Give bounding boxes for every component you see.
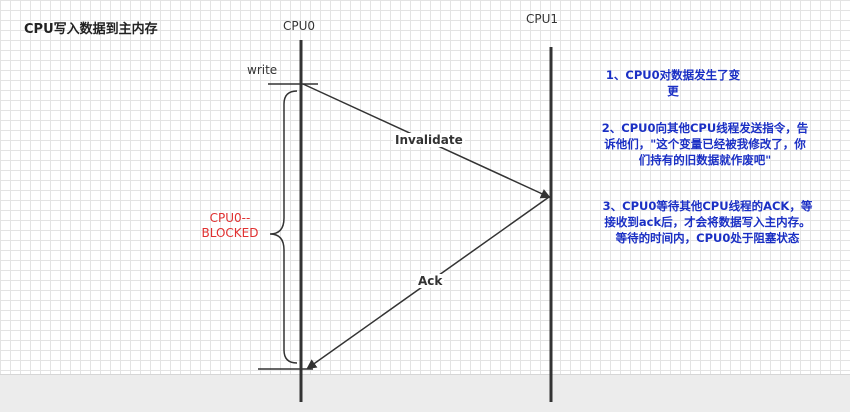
canvas-footer-bar — [0, 374, 850, 412]
blocked-brace — [269, 90, 298, 364]
note-step-2: 2、CPU0向其他CPU线程发送指令，告 诉他们，"这个变量已经被我修改了，你 … — [601, 121, 809, 167]
diagram-title: CPU写入数据到主内存 — [24, 22, 158, 37]
cpu0-lane-label: CPU0 — [283, 19, 316, 33]
note-step-3: 3、CPU0等待其他CPU线程的ACK，等 接收到ack后，才会将数据写入主内存… — [602, 199, 813, 245]
cpu1-lane-label: CPU1 — [526, 12, 559, 26]
ack-label: Ack — [416, 274, 445, 288]
write-label: write — [247, 63, 278, 77]
invalidate-label: Invalidate — [393, 133, 465, 147]
blocked-label: CPU0-- BLOCKED — [201, 211, 259, 240]
note-step-1: 1、CPU0对数据发生了变 更 — [605, 68, 741, 98]
